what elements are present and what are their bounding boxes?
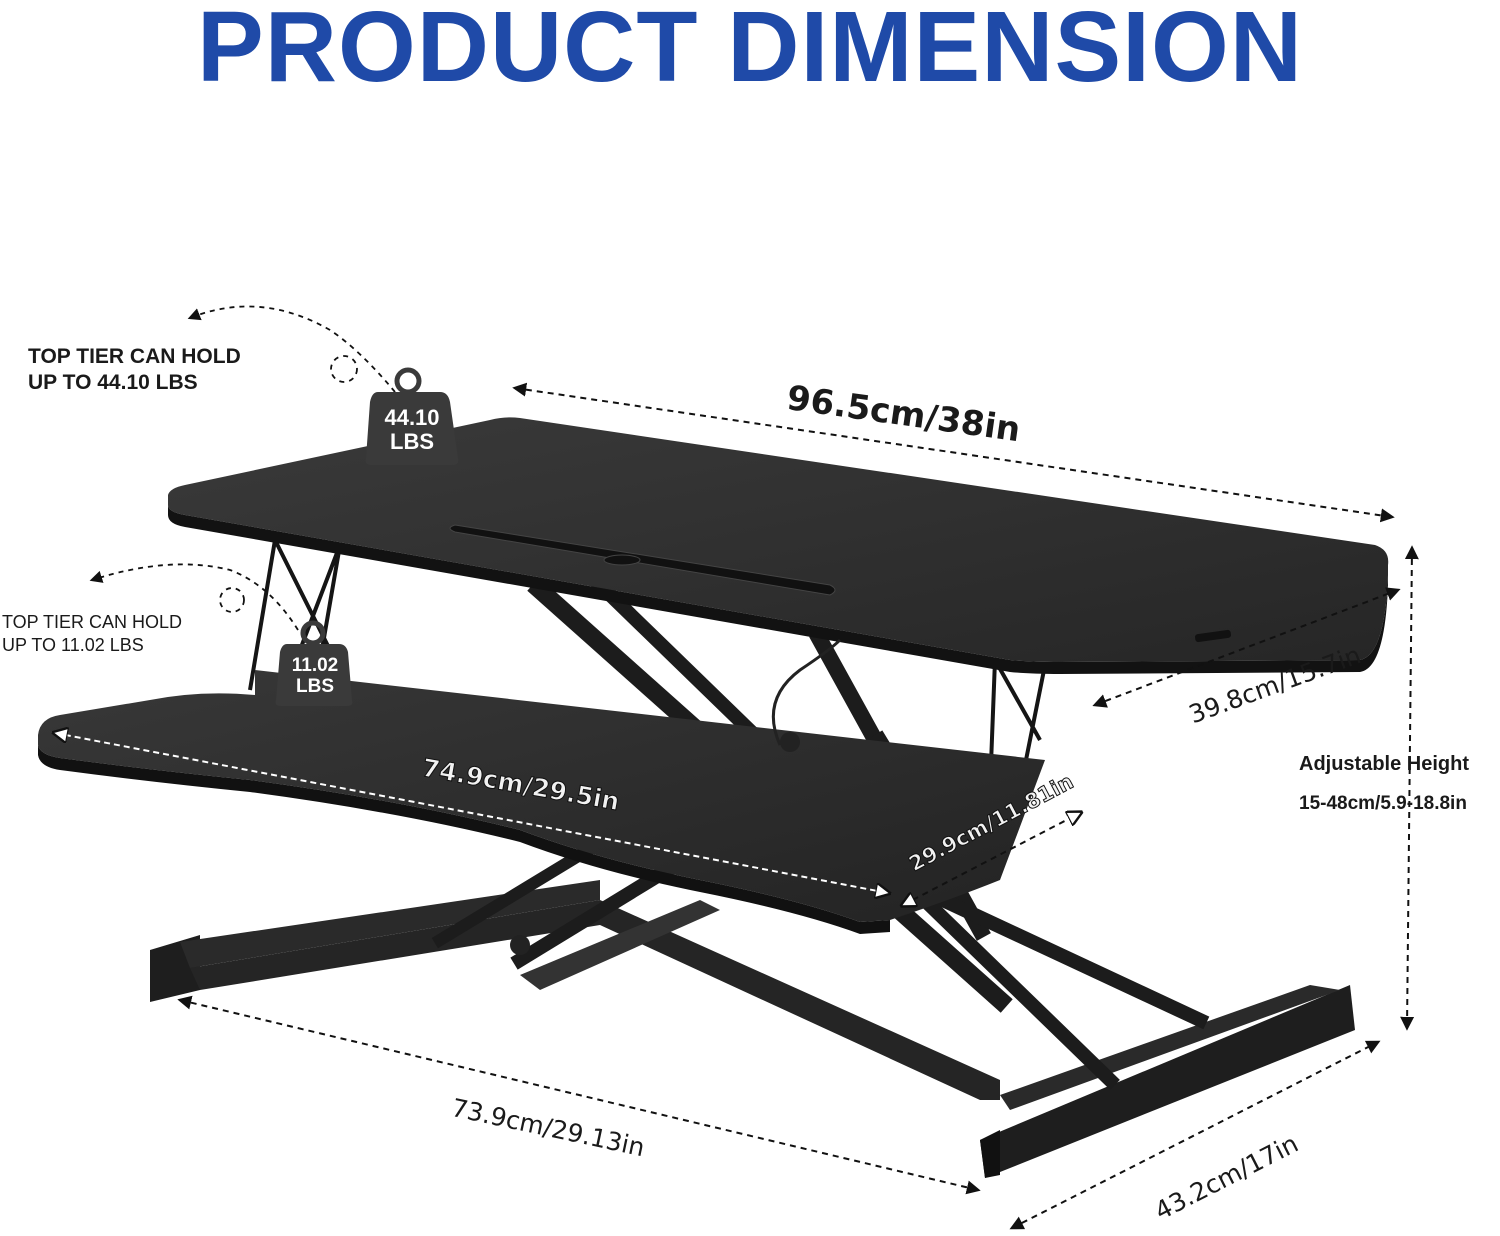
lower-callout-curve <box>89 563 299 631</box>
height-label: Adjustable Height <box>1299 753 1470 775</box>
weight-top-unit: LBS <box>390 429 434 455</box>
keyboard-depth-arrow <box>903 813 1080 905</box>
dimension-arrows <box>177 382 1419 1230</box>
weight-badge-lower <box>275 620 353 706</box>
weight-lower-label: 11.02 LBS <box>276 655 354 698</box>
base-frame <box>150 880 1355 1178</box>
top-tier-callout: TOP TIER CAN HOLD UP TO 44.10 LBS <box>28 344 241 397</box>
lower-tier-callout-line2: UP TO 11.02 LBS <box>2 634 144 655</box>
weight-lower-unit: LBS <box>296 675 334 697</box>
lower-tier-callout: TOP TIER CAN HOLD UP TO 11.02 LBS <box>2 611 182 656</box>
height-range: 15-48cm/5.9-18.8in <box>1299 793 1467 814</box>
weight-lower-value: 11.02 <box>291 655 339 676</box>
top-tier-callout-line2: UP TO 44.10 LBS <box>28 371 198 395</box>
tablet-slot <box>449 524 836 596</box>
top-width-arrow <box>512 382 1395 523</box>
top-desk-surface <box>168 417 1389 662</box>
weight-badge-top <box>365 367 459 465</box>
upper-supports <box>248 539 1047 791</box>
base-depth-arrow <box>1009 1040 1381 1230</box>
lower-tier-callout-line1: TOP TIER CAN HOLD <box>2 612 183 632</box>
height-arrow <box>1400 545 1419 1031</box>
weight-top-value: 44.10 <box>384 405 440 430</box>
top-tier-callout-line1: TOP TIER CAN HOLD <box>28 345 241 368</box>
weight-top-label: 44.10 LBS <box>366 405 458 455</box>
page-title: PRODUCT DIMENSION <box>197 0 1303 103</box>
base-width-arrow <box>177 995 981 1195</box>
keyboard-width-arrow <box>55 733 888 893</box>
